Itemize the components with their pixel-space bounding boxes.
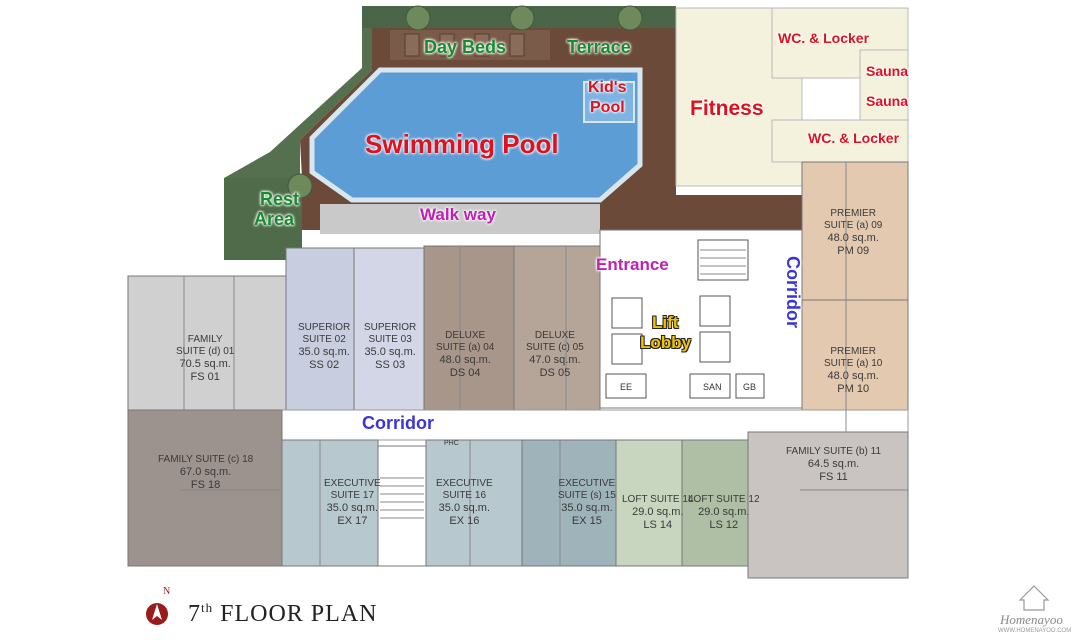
sauna-rooms [859,49,909,121]
label-day-beds: Day Beds [424,37,507,57]
lift-2 [611,333,643,365]
label-gb: GB [743,382,757,392]
floor-suffix: th [201,600,214,615]
compass-needle-icon [152,604,162,620]
unit-ds04-shape [423,245,515,411]
label-kids-pool-line1: Kid's [588,79,627,96]
unit-ls12-shape [681,439,749,567]
tree-1 [405,5,431,31]
unit-ss03-shape [353,247,425,411]
watermark-brand: Homenayoo [1000,612,1063,627]
label-entrance: Entrance [596,255,669,274]
stair-core [697,239,749,281]
day-bed-3 [474,33,490,57]
unit-ls14: LOFT SUITE 14 29.0 sq.m.LS 14 [622,494,694,532]
lift-3 [699,295,731,327]
label-phc: PHC [444,440,459,447]
stair-treads [380,249,746,519]
compass-letter: N [163,586,171,597]
tree-3 [617,5,643,31]
room-san [689,373,731,399]
label-terrace: Terrace [567,37,631,57]
label-walk-way: Walk way [420,205,496,224]
unit-ex15-shape [521,439,617,567]
label-fitness: Fitness [690,97,764,120]
unit-ds05-shape [513,245,601,411]
label-rest-area-line1: Rest [260,189,300,209]
label-corridor-main: Corridor [362,413,434,433]
unit-fs11: FAMILY SUITE (b) 11 64.5 sq.m.FS 11 [786,446,882,484]
room-gb [735,373,765,399]
unit-ss02-shape [285,247,355,411]
label-corridor-side: Corridor [783,256,803,328]
house-logo-icon [1018,585,1050,611]
label-kids-pool-line2: Pool [590,99,625,116]
label-wc-locker-bottom: WC. & Locker [808,130,900,146]
label-lift-line2: Lobby [640,333,691,352]
lift-1 [611,297,643,329]
room-ee [605,373,647,399]
unit-fs18-shape [127,409,283,567]
unit-ls12: LOFT SUITE 12 29.0 sq.m.LS 12 [688,494,760,532]
day-bed-4 [509,33,525,57]
unit-fs11-shape [747,431,909,579]
kids-pool [583,81,635,123]
tree-2 [509,5,535,31]
unit-fs01-shape [127,275,287,411]
floor-number: 7 [188,601,201,627]
unit-ex17-shape [281,439,379,567]
label-sauna-bottom: Sauna [866,93,909,109]
unit-pm09-shape [801,161,909,303]
unit-ex16-shape [425,439,523,567]
label-wc-locker-top: WC. & Locker [778,30,870,46]
label-sauna-top: Sauna [866,63,909,79]
walkway [320,204,600,234]
unit-fs18: FAMILY SUITE (c) 18 67.0 sq.m.FS 18 [158,454,254,492]
stair-south [377,445,427,567]
watermark-url: WWW.HOMENAYOO.COM [998,628,1072,634]
label-ee: EE [620,382,633,392]
label-lift-line1: Lift [652,313,679,332]
lift-4 [699,331,731,363]
page-title: 7th FLOOR PLAN [188,600,377,628]
tree-4 [287,173,313,199]
day-bed-1 [404,33,420,57]
label-san: SAN [703,382,722,392]
garden-diagonal [224,28,372,178]
swimming-pool [309,67,643,203]
day-bed-2 [439,33,455,57]
title-text: FLOOR PLAN [220,601,378,627]
label-swimming-pool: Swimming Pool [365,129,559,159]
label-rest-area-line2: Area [254,209,295,229]
